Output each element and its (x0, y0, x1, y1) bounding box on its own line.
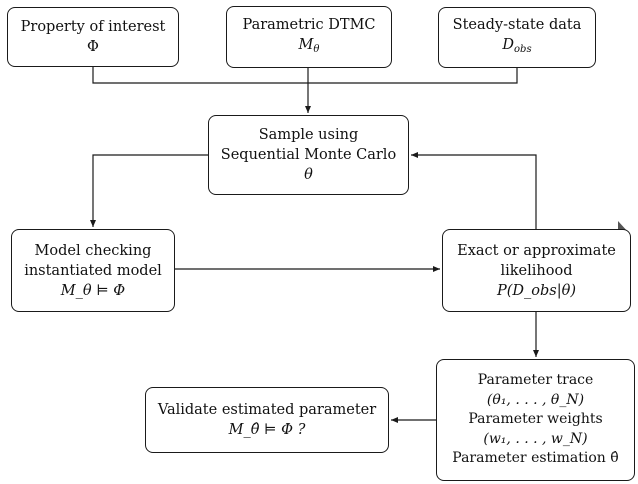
trace-line-5: Parameter estimation θ̂ (452, 450, 619, 467)
trace-line-3: Parameter weights (468, 411, 603, 428)
steady-state-data-node: Steady-state data Dobs (438, 7, 596, 68)
dtmc-symbol: Mθ (298, 36, 320, 55)
smc-line-2: Sequential Monte Carlo (220, 147, 397, 163)
smc-sampling-node: Sample using Sequential Monte Carlo θ (208, 115, 409, 195)
trace-line-2: (θ₁, . . . , θ_N) (486, 391, 585, 408)
property-of-interest-node: Property of interest Φ (7, 7, 179, 67)
smc-line-1: Sample using (258, 127, 359, 143)
smc-theta: θ (304, 167, 313, 183)
edge-likelihood-to-smc (411, 152, 537, 229)
likelihood-line-1: Exact or approximate (457, 242, 616, 259)
property-symbol: Φ (87, 39, 99, 55)
trace-line-1: Parameter trace (477, 372, 594, 389)
modelcheck-line-1: Model checking (34, 242, 152, 259)
likelihood-formula: P(D_obs|θ) (496, 282, 576, 299)
model-checking-node: Model checking instantiated model M_θ ⊨ … (11, 229, 175, 312)
validate-label: Validate estimated parameter (157, 402, 377, 418)
modelcheck-line-2: instantiated model (24, 262, 162, 279)
parametric-dtmc-node: Parametric DTMC Mθ (226, 6, 392, 68)
steady-symbol: Dobs (502, 37, 532, 55)
validate-parameter-node: Validate estimated parameter M_θ̂ ⊨ Φ ? (145, 387, 389, 453)
modelcheck-formula: M_θ ⊨ Φ (60, 282, 126, 299)
dtmc-label: Parametric DTMC (242, 16, 376, 33)
parameter-trace-node: Parameter trace (θ₁, . . . , θ_N) Parame… (436, 359, 635, 481)
edge-smc-to-modelcheck (90, 154, 208, 227)
validate-formula: M_θ̂ ⊨ Φ ? (228, 422, 306, 438)
property-label: Property of interest (20, 19, 166, 35)
edge-property-merge (92, 67, 518, 84)
trace-line-4: (w₁, . . . , w_N) (483, 430, 588, 447)
likelihood-node: Exact or approximate likelihood P(D_obs|… (442, 229, 631, 312)
steady-label: Steady-state data (452, 17, 582, 33)
likelihood-line-2: likelihood (500, 262, 573, 279)
